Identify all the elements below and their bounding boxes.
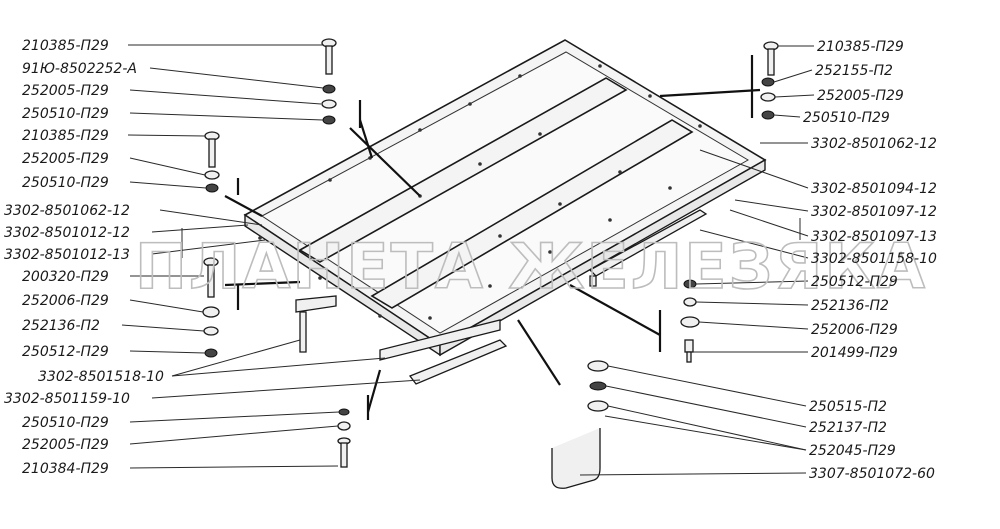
part-label: 3302-8501094-12 — [811, 181, 937, 197]
part-label: 252136-П2 — [22, 318, 100, 334]
part-label: 3302-8501012-13 — [4, 247, 130, 263]
part-label: 252005-П29 — [22, 83, 109, 99]
part-label: 252155-П2 — [815, 63, 893, 79]
part-label: 252045-П29 — [809, 443, 896, 459]
part-label: 250510-П29 — [22, 415, 109, 431]
washer-icon — [337, 421, 351, 431]
nut-icon — [338, 408, 350, 416]
nut-icon — [322, 115, 336, 125]
nut-icon — [322, 84, 336, 94]
washer-icon — [760, 92, 776, 102]
nut-icon — [761, 110, 775, 120]
cross-board — [298, 77, 628, 263]
part-label: 210385-П29 — [22, 38, 109, 54]
bolt-icon — [763, 41, 779, 76]
washer-icon — [587, 400, 609, 412]
part-label: 3302-8501097-13 — [811, 229, 937, 245]
part-label: 252006-П29 — [811, 322, 898, 338]
nut-icon — [204, 348, 218, 358]
part-label: 252005-П29 — [22, 437, 109, 453]
leaders-left — [121, 44, 421, 469]
part-label: 250510-П29 — [803, 110, 890, 126]
part-label: 3302-8501012-12 — [4, 225, 130, 241]
nut-icon — [205, 183, 219, 193]
part-label: 250512-П29 — [22, 344, 109, 360]
washer-icon — [202, 306, 220, 318]
part-label: 250512-П29 — [811, 274, 898, 290]
part-label: 252136-П2 — [811, 298, 889, 314]
cross-board — [370, 119, 694, 309]
part-label: 3302-8501159-10 — [4, 391, 130, 407]
bolt-icon — [204, 131, 220, 168]
part-label: 3307-8501072-60 — [809, 466, 935, 482]
watermark: ПЛАНЕТА ЖЕЛЕЗЯКА — [135, 230, 927, 303]
assembly-pointers — [224, 55, 761, 420]
washer-icon — [680, 316, 700, 328]
washer-icon — [203, 326, 219, 336]
part-label: 252005-П29 — [817, 88, 904, 104]
part-label: 201499-П29 — [811, 345, 898, 361]
leaders-right — [579, 45, 815, 476]
part-label: 252006-П29 — [22, 293, 109, 309]
nut-icon — [589, 381, 607, 391]
labels-right: 210385-П29 252155-П2 252005-П29 250510-П… — [803, 39, 937, 482]
part-label: 3302-8501158-10 — [811, 251, 937, 267]
part-label: 3302-8501062-12 — [811, 136, 937, 152]
part-label: 3302-8501062-12 — [4, 203, 130, 219]
bolt-icon — [321, 38, 337, 75]
part-label: 250515-П2 — [809, 399, 887, 415]
part-label: 210385-П29 — [817, 39, 904, 55]
nut-icon — [587, 360, 609, 372]
part-label: 250510-П29 — [22, 106, 109, 122]
washer-icon — [761, 77, 775, 87]
washer-icon — [321, 99, 337, 109]
platform-frame — [243, 39, 767, 357]
bolt-icon — [684, 339, 694, 363]
part-label: 91Ю-8502252-А — [22, 61, 137, 77]
washer-icon — [204, 170, 220, 180]
part-label: 3302-8501097-12 — [811, 204, 937, 220]
part-label: 200320-П29 — [22, 269, 109, 285]
under-rails — [295, 209, 708, 385]
u-bolt-icon — [551, 428, 601, 489]
part-label: 210384-П29 — [22, 461, 109, 477]
part-label: 252137-П2 — [809, 420, 887, 436]
part-label: 3302-8501518-10 — [38, 369, 164, 385]
bolt-icon — [203, 257, 219, 298]
part-label: 252005-П29 — [22, 151, 109, 167]
part-label: 210385-П29 — [22, 128, 109, 144]
part-label: 250510-П29 — [22, 175, 109, 191]
bolt-icon — [337, 437, 351, 468]
labels-left: 210385-П29 91Ю-8502252-А 252005-П29 2505… — [4, 38, 164, 477]
